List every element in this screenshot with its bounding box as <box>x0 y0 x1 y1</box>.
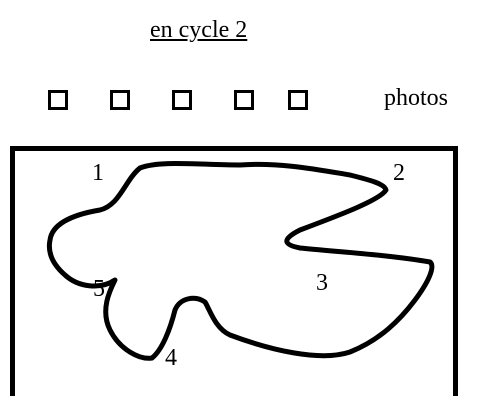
photos-label: photos <box>384 85 449 111</box>
marker-1: 1 <box>92 160 104 186</box>
marker-2: 2 <box>393 160 405 186</box>
marker-4: 4 <box>165 345 177 371</box>
photo-checkbox-4[interactable] <box>234 90 254 110</box>
page-title: en cycle 2 <box>150 17 248 43</box>
photo-checkbox-3[interactable] <box>172 90 192 110</box>
photo-checkbox-2[interactable] <box>110 90 130 110</box>
marker-3: 3 <box>316 270 328 296</box>
drawing-frame <box>10 146 458 396</box>
photo-checkbox-1[interactable] <box>48 90 68 110</box>
photo-checkbox-5[interactable] <box>288 90 308 110</box>
marker-5: 5 <box>93 276 105 302</box>
dove-outline <box>46 160 435 361</box>
photo-checkbox-row <box>48 88 338 112</box>
